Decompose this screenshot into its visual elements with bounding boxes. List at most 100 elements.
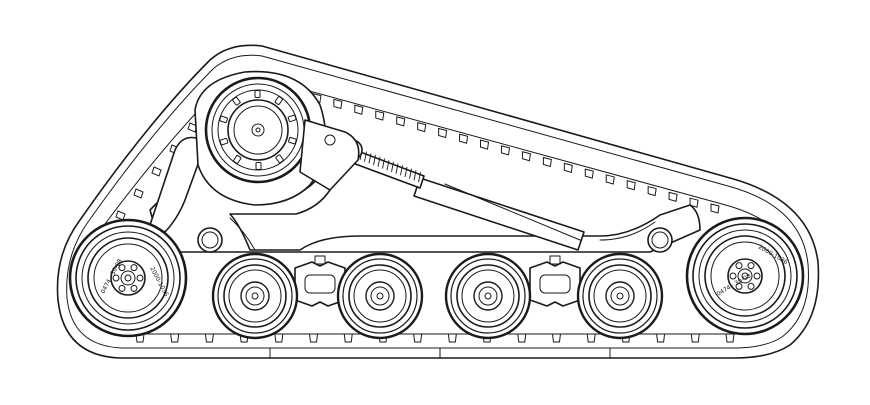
road-wheel-tire-ring bbox=[342, 258, 418, 334]
sprocket-bolt bbox=[233, 155, 242, 164]
thread-mark bbox=[409, 168, 412, 179]
thread-mark bbox=[418, 172, 421, 183]
idler-front-rim-inner bbox=[87, 237, 169, 319]
road-wheel-rim-inner bbox=[228, 269, 282, 323]
lug-nut bbox=[118, 284, 126, 292]
frame-beam-edge bbox=[229, 217, 256, 251]
track-lug bbox=[551, 333, 562, 343]
track-lug bbox=[626, 180, 636, 191]
track-lug bbox=[725, 333, 735, 343]
track-belt-outer bbox=[56, 44, 820, 359]
track-lug bbox=[647, 185, 657, 197]
road-wheel-center bbox=[251, 292, 259, 300]
track-lug bbox=[151, 166, 162, 177]
track-lug bbox=[563, 162, 573, 173]
track-lug bbox=[115, 210, 126, 221]
track-lug bbox=[187, 122, 198, 133]
road-wheel bbox=[336, 252, 424, 340]
road-wheel-hub-ring bbox=[370, 286, 390, 306]
track-lug bbox=[413, 333, 423, 343]
frame-beam-edge bbox=[599, 221, 656, 241]
track-lug bbox=[343, 333, 353, 343]
track-lug bbox=[710, 203, 720, 214]
track-lug bbox=[274, 333, 284, 343]
sprocket-bolt bbox=[219, 137, 229, 146]
track-lug bbox=[170, 333, 180, 343]
road-wheel-hub-ring bbox=[610, 286, 630, 306]
thread-mark bbox=[391, 161, 394, 172]
sprocket-link-arm bbox=[299, 119, 360, 191]
idler-rear-center bbox=[737, 268, 753, 284]
track-lug bbox=[417, 122, 427, 133]
link-arm-pin bbox=[324, 134, 336, 146]
idler-front-tire-ring bbox=[75, 225, 181, 331]
road-wheel bbox=[444, 252, 532, 340]
lug-nut bbox=[130, 284, 138, 292]
bogie-link-right bbox=[529, 261, 581, 307]
lug-nut bbox=[130, 264, 138, 272]
bogie-links bbox=[294, 255, 581, 307]
track-lug bbox=[459, 133, 469, 144]
road-wheel-center bbox=[376, 292, 384, 300]
bogie-link-slot bbox=[304, 274, 336, 294]
lug-nut bbox=[747, 262, 755, 270]
road-wheel-center bbox=[484, 292, 492, 300]
idler-rear-center-dot bbox=[741, 272, 749, 280]
tensioner-barrel-line bbox=[444, 183, 581, 241]
thread-mark bbox=[386, 160, 390, 171]
track-lug bbox=[689, 197, 699, 208]
lug-nut bbox=[136, 274, 144, 282]
sprocket-bolt bbox=[219, 115, 228, 124]
thread-mark bbox=[373, 155, 376, 166]
road-wheel-rim-inner bbox=[461, 269, 515, 323]
sprocket-bolt bbox=[275, 154, 284, 164]
frame-hole-inner bbox=[651, 231, 669, 249]
road-wheel-hub bbox=[473, 281, 503, 311]
sprocket-bolt bbox=[255, 161, 262, 171]
track-lug bbox=[690, 333, 700, 343]
idler-rear-tire-ring bbox=[692, 223, 798, 329]
lug-nut bbox=[747, 282, 755, 290]
lug-nut bbox=[112, 274, 120, 282]
idler-front-center bbox=[120, 270, 136, 286]
thread-mark bbox=[364, 151, 367, 162]
sprocket-bolt bbox=[232, 96, 241, 106]
road-wheel bbox=[576, 252, 664, 340]
road-wheel-rim bbox=[223, 264, 287, 328]
track-belt-outer-2 bbox=[66, 54, 809, 349]
idler-rear-rim-inner bbox=[704, 235, 786, 317]
road-wheel-hub bbox=[365, 281, 395, 311]
lug-nut bbox=[735, 282, 743, 290]
track-lug bbox=[396, 116, 406, 127]
track-lug bbox=[308, 333, 319, 343]
idler-rear-rim bbox=[698, 229, 792, 323]
road-wheel bbox=[211, 252, 299, 340]
track-lug bbox=[521, 151, 531, 162]
track-lug bbox=[438, 127, 448, 139]
sprocket-hub bbox=[227, 99, 289, 161]
track-lug bbox=[656, 333, 666, 343]
sprocket-bolt bbox=[288, 136, 297, 145]
thread-mark bbox=[404, 166, 408, 178]
sprocket-bolt bbox=[287, 114, 297, 123]
idler-rear-disc bbox=[710, 241, 780, 311]
bogie-link-slot bbox=[539, 274, 571, 294]
road-wheel-center bbox=[616, 292, 624, 300]
lug-nut bbox=[729, 272, 737, 280]
track-lug bbox=[668, 191, 678, 203]
bogie-link-stud bbox=[314, 255, 326, 265]
sprocket-center bbox=[251, 123, 265, 137]
frame-hole-inner bbox=[201, 231, 219, 249]
sprocket-bolts bbox=[219, 89, 297, 171]
thread-mark bbox=[395, 163, 399, 174]
road-wheel-rim bbox=[588, 264, 652, 328]
track-lug bbox=[480, 139, 490, 150]
lug-nut bbox=[753, 272, 761, 280]
idler-front-disc bbox=[93, 243, 163, 313]
sprocket-center-dot bbox=[255, 127, 261, 133]
road-wheel-rim bbox=[348, 264, 412, 328]
track-lug bbox=[500, 145, 511, 156]
road-wheel-tire-ring bbox=[450, 258, 526, 334]
